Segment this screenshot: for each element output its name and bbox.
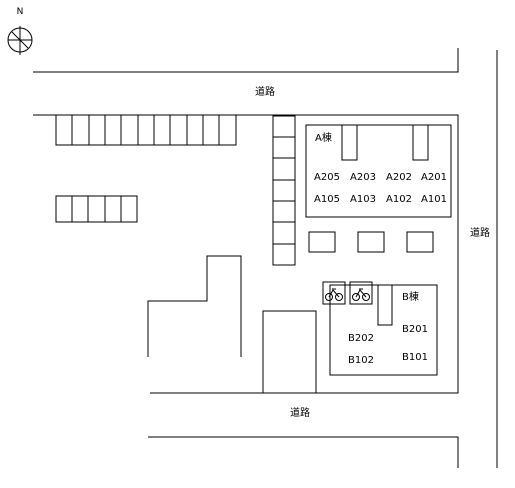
compass-letter: N (17, 7, 24, 17)
parking-top-row (55, 114, 237, 146)
building-a-name: A棟 (315, 133, 332, 144)
building-b-name: B棟 (402, 292, 419, 303)
road-label-bottom: 道路 (290, 408, 310, 419)
unit-label: A205 (314, 172, 340, 183)
building-b (329, 284, 438, 376)
bicycle-icon (322, 281, 346, 305)
building-a (305, 124, 452, 218)
road-edges (33, 48, 498, 468)
unit-label: A202 (386, 172, 412, 183)
bicycle-icon (349, 281, 373, 305)
unit-label: A105 (314, 194, 340, 205)
utility-boxes (308, 231, 434, 253)
neighbor-outlines (147, 255, 317, 393)
road-label-right: 道路 (470, 228, 490, 239)
unit-label: B102 (348, 355, 374, 366)
unit-label: A203 (350, 172, 376, 183)
unit-label: A201 (421, 172, 447, 183)
parking-vertical-column (272, 115, 296, 266)
north-arrow-icon: N (7, 7, 33, 55)
unit-label: B201 (402, 324, 428, 335)
road-label-top: 道路 (255, 87, 275, 98)
unit-label: A102 (386, 194, 412, 205)
parking-middle-row (55, 195, 138, 223)
unit-label: A101 (421, 194, 447, 205)
unit-label: B202 (348, 333, 374, 344)
unit-label: B101 (402, 352, 428, 363)
unit-label: A103 (350, 194, 376, 205)
